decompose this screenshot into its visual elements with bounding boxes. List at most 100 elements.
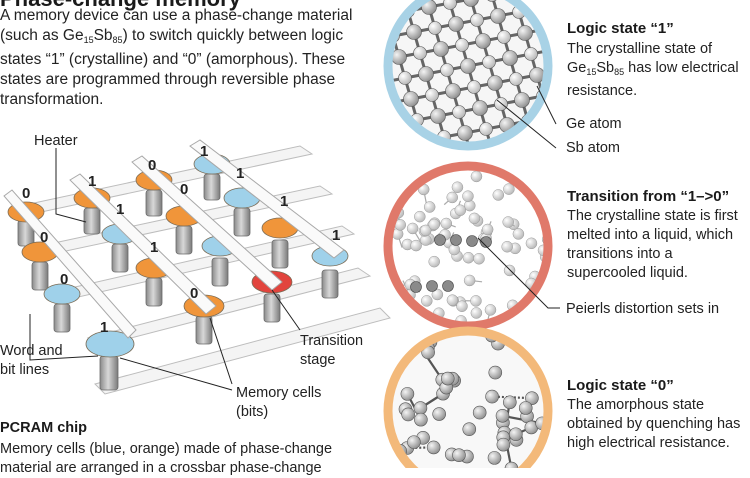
sb-atom-label: Sb atom xyxy=(566,139,620,158)
atom xyxy=(495,98,508,111)
atom xyxy=(503,217,514,228)
atom xyxy=(429,256,440,267)
atom xyxy=(549,132,562,145)
atom xyxy=(458,126,473,141)
atom xyxy=(446,84,461,99)
atom xyxy=(429,22,442,35)
atom xyxy=(525,176,536,187)
logic0-title: Logic state “0” xyxy=(567,377,674,394)
atom xyxy=(467,236,478,247)
chip-body: Memory cells (blue, orange) made of phas… xyxy=(0,440,360,478)
logic1-title: Logic state “1” xyxy=(567,20,674,37)
atom xyxy=(380,8,395,23)
atom xyxy=(507,140,520,153)
transition-circle xyxy=(386,163,554,329)
atom xyxy=(414,413,427,426)
atom xyxy=(463,252,474,263)
bit-digit: 0 xyxy=(180,181,188,198)
atom xyxy=(502,241,513,252)
crystal-circle xyxy=(360,0,598,187)
atom xyxy=(515,93,530,108)
bit-digit: 0 xyxy=(22,185,30,202)
atom xyxy=(510,73,523,86)
bond xyxy=(408,162,429,166)
atom xyxy=(491,9,506,24)
bit-digit: 1 xyxy=(332,227,340,244)
bond xyxy=(570,109,591,113)
atom xyxy=(526,238,537,249)
atom xyxy=(421,295,432,306)
atom xyxy=(473,406,486,419)
atom xyxy=(468,81,481,94)
atom xyxy=(503,184,514,195)
bond xyxy=(534,142,540,163)
atom xyxy=(504,265,515,276)
atom xyxy=(539,304,550,315)
bond xyxy=(402,145,408,166)
atom xyxy=(533,1,548,16)
atom xyxy=(411,163,422,174)
bond xyxy=(534,0,540,8)
bond xyxy=(393,178,394,180)
atom xyxy=(414,47,427,60)
bond xyxy=(372,40,378,61)
atom xyxy=(488,451,501,464)
amorphous-circle xyxy=(388,328,549,468)
atom xyxy=(474,253,485,264)
atom xyxy=(399,72,412,85)
atom xyxy=(525,329,538,342)
atom xyxy=(485,304,496,315)
logic1-body: The crystalline state of Ge15Sb85 has lo… xyxy=(567,40,749,101)
atom xyxy=(419,67,434,82)
atom xyxy=(455,205,466,216)
bond xyxy=(492,146,513,150)
atom xyxy=(486,390,499,403)
atom xyxy=(473,101,488,116)
word-bit-lines-label: Word and bit lines xyxy=(0,342,70,380)
atom xyxy=(452,182,463,193)
transition-title: Transition from “1–>0” xyxy=(567,188,729,205)
atom xyxy=(441,372,454,385)
bond xyxy=(513,142,534,146)
bond xyxy=(555,138,561,159)
atom xyxy=(423,156,436,169)
atom xyxy=(372,55,385,68)
atom xyxy=(443,281,454,292)
bond xyxy=(450,154,471,158)
atom xyxy=(493,189,504,200)
atom xyxy=(434,42,449,57)
atom xyxy=(401,387,414,400)
peierls-label: Peierls distortion sets in xyxy=(566,300,719,319)
transition-body: The crystalline state is first melted in… xyxy=(567,207,747,283)
atom xyxy=(542,110,557,125)
atom xyxy=(470,295,481,306)
atom xyxy=(525,48,538,61)
bit-digit: 0 xyxy=(40,229,48,246)
atom xyxy=(483,56,496,69)
atom xyxy=(441,218,452,229)
bond xyxy=(366,19,372,40)
transition-stage-label: Transition stage xyxy=(300,332,370,370)
atom xyxy=(503,396,516,409)
atom xyxy=(449,17,464,32)
bond xyxy=(404,165,416,168)
bond xyxy=(555,134,576,138)
chip-title: PCRAM chip xyxy=(0,420,87,436)
atom xyxy=(471,14,484,27)
bit-digit: 0 xyxy=(60,271,68,288)
atom xyxy=(407,25,422,40)
atom xyxy=(463,423,476,436)
atom xyxy=(449,244,460,255)
bond xyxy=(396,124,402,145)
atom xyxy=(451,235,462,246)
atom xyxy=(407,223,418,234)
atom xyxy=(399,332,412,345)
atom xyxy=(456,39,469,52)
bond xyxy=(471,150,492,154)
bit-digit: 1 xyxy=(200,143,208,160)
atom xyxy=(411,240,422,251)
atom xyxy=(447,192,458,203)
atom xyxy=(471,307,482,318)
atom xyxy=(360,13,373,26)
bond xyxy=(540,4,561,8)
